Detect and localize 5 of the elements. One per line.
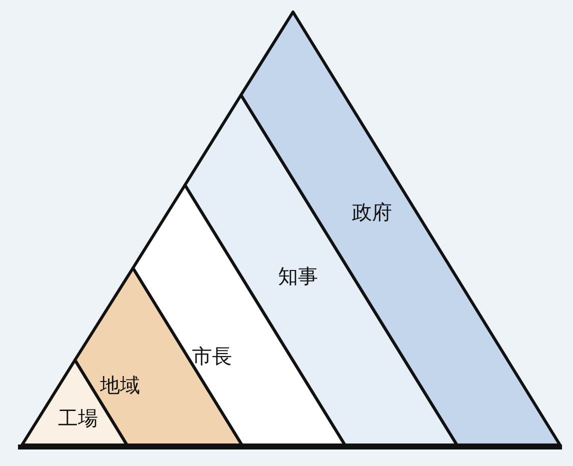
band-label: 地域 bbox=[100, 375, 140, 395]
band-label: 工場 bbox=[58, 408, 98, 428]
band-label: 知事 bbox=[278, 266, 318, 286]
band-label: 政府 bbox=[352, 202, 392, 222]
band-label: 市長 bbox=[192, 346, 232, 366]
